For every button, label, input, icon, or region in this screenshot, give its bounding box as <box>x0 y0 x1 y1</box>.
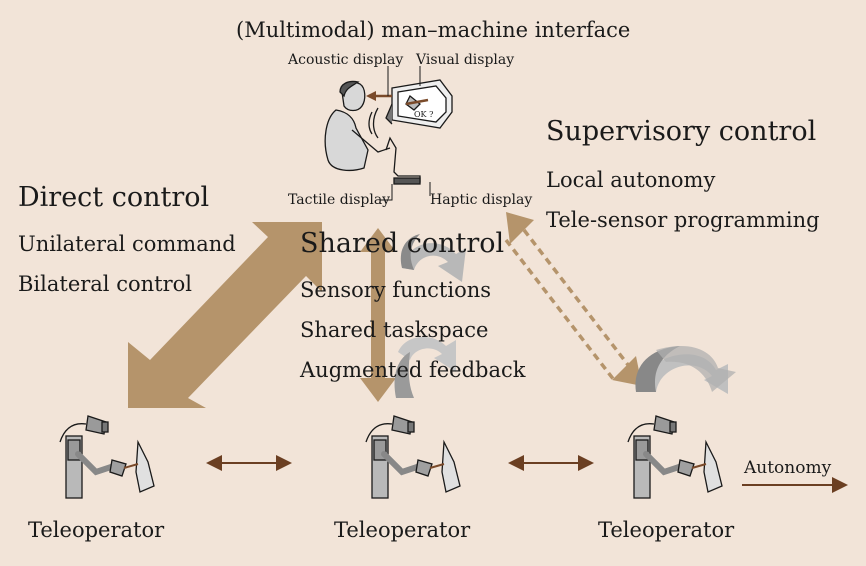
supervisory-gray-arrows <box>635 346 736 394</box>
shared-upper-twist-arrow <box>400 234 466 282</box>
autonomy-label: Autonomy <box>744 458 832 478</box>
shared-control-heading: Shared control <box>300 228 505 259</box>
shared-lower-twist-arrow <box>394 336 456 398</box>
supervisory-item-tele-sensor: Tele-sensor programming <box>546 208 820 232</box>
supervisory-dashed-arrow <box>504 212 642 386</box>
shared-item-sensory: Sensory functions <box>300 278 492 302</box>
shared-control-arrow <box>360 228 396 402</box>
supervisory-item-local-autonomy: Local autonomy <box>546 168 716 192</box>
teleoperator-robot-left <box>59 415 155 499</box>
teleoperator-label-left: Teleoperator <box>28 518 165 542</box>
operator-illustration <box>324 66 453 201</box>
visual-display-label: Visual display <box>416 52 515 68</box>
shared-item-augmented: Augmented feedback <box>300 358 526 382</box>
teleoperator-robot-right <box>627 415 723 499</box>
screen-ok-text: OK ? <box>414 110 434 119</box>
tactile-display-label: Tactile display <box>288 192 391 208</box>
teleoperator-label-right: Teleoperator <box>598 518 735 542</box>
acoustic-display-label: Acoustic display <box>288 52 404 68</box>
teleoperator-label-center: Teleoperator <box>334 518 471 542</box>
direct-item-unilateral: Unilateral command <box>18 232 236 256</box>
shared-item-taskspace: Shared taskspace <box>300 318 489 342</box>
teleoperator-robot-center <box>365 415 461 499</box>
direct-item-bilateral: Bilateral control <box>18 272 192 296</box>
direct-control-heading: Direct control <box>18 182 210 213</box>
direct-control-arrow <box>128 222 322 408</box>
interface-title: (Multimodal) man–machine interface <box>236 18 631 42</box>
supervisory-control-heading: Supervisory control <box>546 116 817 147</box>
haptic-display-label: Haptic display <box>430 192 533 208</box>
